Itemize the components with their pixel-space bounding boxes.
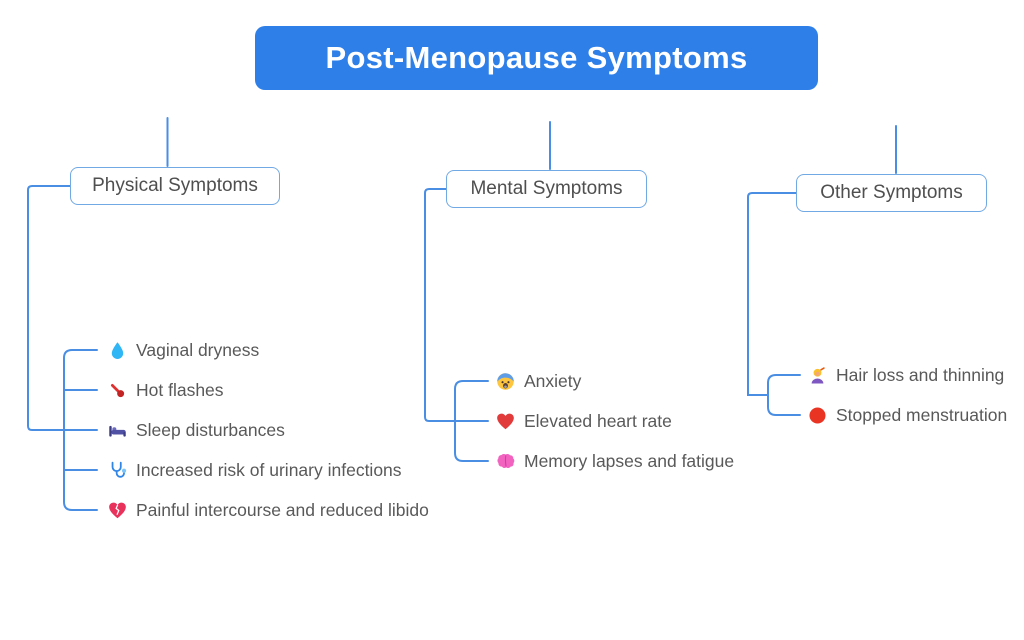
root-topic[interactable]: Post-Menopause Symptoms [255, 26, 818, 90]
connector-other-main [747, 192, 797, 396]
leaf-topic-painful-intercourse[interactable]: Painful intercourse and reduced libido [108, 499, 429, 521]
connector-other-bracket [767, 374, 801, 416]
leaf-topic-hot-flashes[interactable]: Hot flashes [108, 379, 224, 401]
leaf-topic-label: Memory lapses and fatigue [524, 450, 735, 471]
fearful-face-icon [497, 372, 514, 390]
red-heart-icon [497, 413, 514, 429]
woman-haircut-icon [811, 366, 825, 384]
branch-topic-label: Other Symptoms [820, 182, 963, 203]
root-topic-label: Post-Menopause Symptoms [325, 40, 748, 75]
leaf-topic-label: Stopped menstruation [836, 404, 1008, 425]
thermometer-icon [110, 383, 125, 397]
leaf-topic-label: Elevated heart rate [524, 410, 672, 431]
branch-topic-other-symptoms[interactable]: Other Symptoms [796, 174, 987, 212]
broken-heart-icon [109, 502, 126, 518]
brain-icon [497, 453, 515, 468]
connector-physical-bracket [63, 349, 98, 511]
leaf-topic-label: Increased risk of urinary infections [136, 459, 402, 480]
leaf-topic-label: Hot flashes [136, 379, 224, 400]
leaf-topic-label: Sleep disturbances [136, 419, 285, 440]
leaf-topic-label: Anxiety [524, 370, 582, 391]
leaf-topic-anxiety[interactable]: Anxiety [496, 370, 581, 392]
leaf-topic-vaginal-dryness[interactable]: Vaginal dryness [108, 339, 259, 361]
branch-topic-label: Mental Symptoms [470, 178, 623, 199]
branch-topic-physical-symptoms[interactable]: Physical Symptoms [70, 167, 280, 205]
leaf-topic-elevated-heart-rate[interactable]: Elevated heart rate [496, 410, 672, 432]
leaf-topic-sleep-disturbances[interactable]: Sleep disturbances [108, 419, 285, 441]
leaf-topic-stopped-menstruation[interactable]: Stopped menstruation [808, 404, 1007, 426]
leaf-topic-label: Hair loss and thinning [836, 364, 1005, 385]
leaf-topic-memory-lapses[interactable]: Memory lapses and fatigue [496, 450, 734, 472]
connector-mental-main [424, 188, 489, 422]
leaf-topic-hair-loss[interactable]: Hair loss and thinning [808, 364, 1004, 386]
leaf-topic-label: Painful intercourse and reduced libido [136, 499, 429, 520]
stethoscope-icon [111, 461, 127, 478]
bed-icon [109, 425, 126, 437]
branch-topic-mental-symptoms[interactable]: Mental Symptoms [446, 170, 647, 208]
red-circle-icon [809, 406, 826, 424]
branch-topic-label: Physical Symptoms [92, 175, 258, 196]
connector-physical-main [27, 185, 98, 431]
droplet-icon [111, 341, 124, 359]
connector-mental-bracket [454, 380, 489, 462]
leaf-topic-label: Vaginal dryness [136, 339, 260, 360]
leaf-topic-urinary-infections[interactable]: Increased risk of urinary infections [108, 459, 402, 481]
